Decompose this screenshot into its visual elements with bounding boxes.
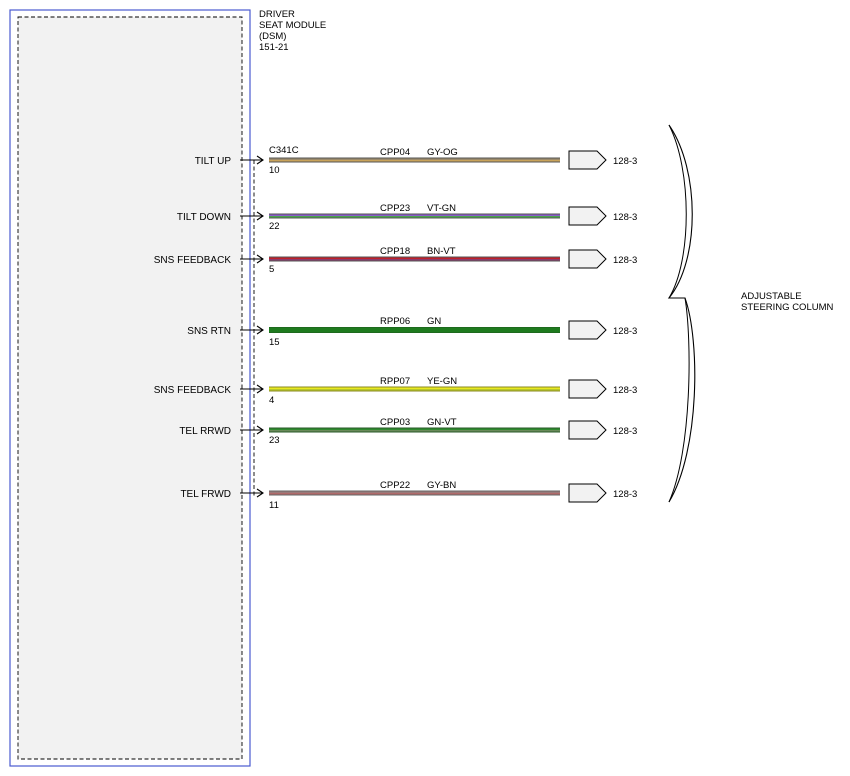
- wire-secondary-stripe: [269, 259, 560, 261]
- wire-primary-stripe: [269, 428, 560, 430]
- circuit-id: CPP04: [380, 147, 410, 158]
- wire-row: SNS RTN 15 RPP06 GN 128-3: [187, 316, 637, 348]
- wire-color-code: GY-OG: [427, 147, 458, 158]
- pin-arrow-icon: [256, 425, 264, 435]
- wire-row: SNS FEEDBACK 4 RPP07 YE-GN 128-3: [154, 376, 638, 406]
- circuit-id: CPP23: [380, 203, 410, 214]
- wire-color-code: BN-VT: [427, 246, 456, 257]
- wire-primary-stripe: [269, 387, 560, 389]
- wire-primary-stripe: [269, 491, 560, 493]
- wire-primary-stripe: [269, 257, 560, 259]
- circuit-id: CPP18: [380, 246, 410, 257]
- destination-connector-icon: [568, 150, 607, 170]
- wire-color-code: YE-GN: [427, 376, 457, 387]
- pin-arrow-icon: [256, 488, 264, 498]
- wire-primary-stripe: [269, 328, 560, 330]
- pin-arrow-icon: [256, 211, 264, 221]
- connector-id: C341C: [269, 145, 299, 156]
- bracket-label-line: ADJUSTABLE: [741, 291, 802, 302]
- wire-secondary-stripe: [269, 493, 560, 495]
- wire-secondary-stripe: [269, 330, 560, 332]
- module-title-line: 151-21: [259, 42, 289, 53]
- wire-color-code: VT-GN: [427, 203, 456, 214]
- destination-connector-icon: [568, 320, 607, 340]
- destination-connector-icon: [568, 249, 607, 269]
- wire-row: TEL FRWD 11 CPP22 GY-BN 128-3: [180, 480, 637, 511]
- pin-arrow-icon: [256, 325, 264, 335]
- signal-label: TILT DOWN: [177, 212, 231, 223]
- destination-ref: 128-3: [613, 426, 637, 437]
- signal-label: TEL FRWD: [180, 489, 231, 500]
- signal-label: TEL RRWD: [179, 426, 231, 437]
- pin-number: 5: [269, 264, 274, 275]
- pin-arrow-icon: [256, 384, 264, 394]
- pin-number: 22: [269, 221, 280, 232]
- wire-primary-stripe: [269, 158, 560, 160]
- wire-secondary-stripe: [269, 216, 560, 218]
- destination-connector-icon: [568, 483, 607, 503]
- pin-number: 4: [269, 395, 274, 406]
- wire-color-code: GN-VT: [427, 417, 457, 428]
- wire-row: TEL RRWD 23 CPP03 GN-VT 128-3: [179, 417, 637, 446]
- destination-ref: 128-3: [613, 255, 637, 266]
- wire-primary-stripe: [269, 214, 560, 216]
- signal-label: SNS FEEDBACK: [154, 385, 232, 396]
- wire-secondary-stripe: [269, 160, 560, 162]
- module-title-line: DRIVER: [259, 9, 295, 20]
- circuit-id: RPP06: [380, 316, 410, 327]
- circuit-id: RPP07: [380, 376, 410, 387]
- signal-label: SNS FEEDBACK: [154, 255, 232, 266]
- pin-number: 10: [269, 165, 280, 176]
- grouping-brace-icon: [667, 124, 696, 503]
- destination-ref: 128-3: [613, 156, 637, 167]
- destination-connector-icon: [568, 379, 607, 399]
- destination-ref: 128-3: [613, 385, 637, 396]
- destination-ref: 128-3: [613, 326, 637, 337]
- module-title-line: (DSM): [259, 31, 286, 42]
- pin-number: 23: [269, 435, 280, 446]
- signal-label: TILT UP: [195, 156, 232, 167]
- bracket-label-line: STEERING COLUMN: [741, 302, 834, 313]
- destination-ref: 128-3: [613, 489, 637, 500]
- destination-connector-icon: [568, 206, 607, 226]
- module-title: DRIVER SEAT MODULE (DSM) 151-21: [259, 9, 326, 53]
- signal-label: SNS RTN: [187, 326, 231, 337]
- wire-color-code: GN: [427, 316, 441, 327]
- wire-secondary-stripe: [269, 430, 560, 432]
- pin-arrow-icon: [256, 155, 264, 165]
- circuit-id: CPP22: [380, 480, 410, 491]
- module-title-line: SEAT MODULE: [259, 20, 326, 31]
- wire-color-code: GY-BN: [427, 480, 456, 491]
- wire-row: TILT UP 10 CPP04 GY-OG 128-3: [195, 147, 638, 176]
- circuit-id: CPP03: [380, 417, 410, 428]
- wire-row: TILT DOWN 22 CPP23 VT-GN 128-3: [177, 203, 637, 232]
- destination-ref: 128-3: [613, 212, 637, 223]
- pin-number: 11: [269, 500, 279, 511]
- pin-number: 15: [269, 337, 280, 348]
- wire-secondary-stripe: [269, 389, 560, 391]
- grouping-brace-inner: [668, 124, 690, 503]
- wire-row: SNS FEEDBACK 5 CPP18 BN-VT 128-3: [154, 246, 638, 275]
- destination-connector-icon: [568, 420, 607, 440]
- pin-arrow-icon: [256, 254, 264, 264]
- module-inner-dashed-border: [17, 16, 243, 760]
